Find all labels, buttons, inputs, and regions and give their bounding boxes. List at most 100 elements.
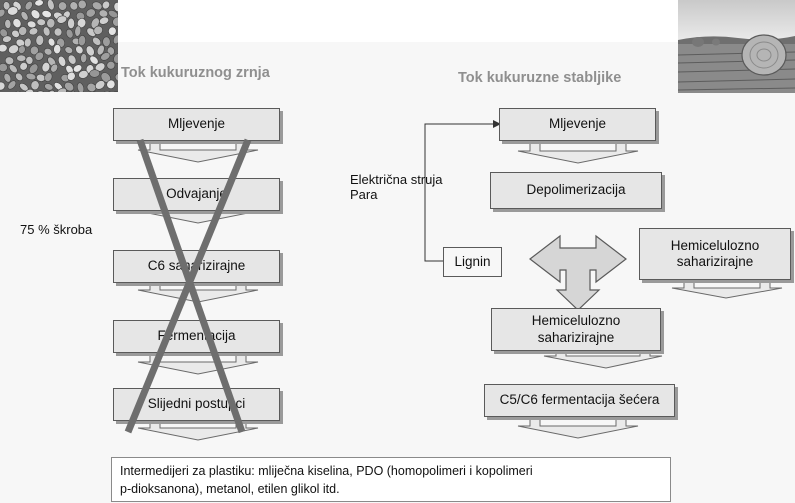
kernel: [2, 1, 11, 11]
kernel: [101, 0, 110, 10]
kernel: [67, 54, 77, 65]
kernel: [77, 35, 87, 47]
left-step-milling: Mljevenje: [113, 108, 280, 141]
hay-bale-photo: [678, 0, 795, 93]
kernel: [3, 73, 12, 83]
side-hemicellulose-box: Hemicelulozno saharizirajne: [639, 228, 791, 280]
kernel: [18, 26, 28, 36]
kernel: [58, 1, 68, 11]
kernel: [7, 6, 19, 16]
right-step-c5c6-fermentation: C5/C6 fermentacija šećera: [484, 384, 675, 417]
kernel: [41, 10, 52, 18]
kernel: [113, 53, 118, 64]
kernel: [24, 88, 34, 92]
kernel: [46, 18, 56, 29]
kernel: [8, 44, 19, 54]
down-arrow: [517, 142, 639, 164]
electricity-label: Električna struja: [350, 172, 443, 187]
kernel: [19, 62, 28, 71]
kernel: [69, 90, 77, 92]
down-arrow: [671, 279, 783, 299]
kernel: [66, 71, 76, 81]
kernel: [25, 56, 34, 65]
kernel: [106, 61, 116, 70]
kernel: [36, 18, 46, 26]
kernel: [16, 54, 27, 62]
down-arrow: [543, 347, 663, 369]
kernel: [53, 27, 63, 37]
kernel: [100, 52, 111, 61]
kernel: [113, 2, 118, 13]
kernel: [0, 44, 8, 53]
kernel: [7, 80, 17, 90]
kernel: [102, 36, 111, 47]
kernel: [56, 87, 67, 92]
top-band: [0, 0, 795, 42]
down-arrow: [137, 419, 259, 441]
kernel: [114, 72, 118, 82]
kernel: [89, 55, 99, 65]
kernel: [65, 28, 74, 39]
kernel: [47, 37, 56, 47]
corn-kernels-photo: [0, 0, 118, 92]
steam-label: Para: [350, 187, 378, 202]
kernel: [67, 17, 75, 29]
right-step-milling: Mljevenje: [499, 108, 656, 141]
kernel: [93, 25, 103, 35]
kernel: [86, 82, 97, 92]
right-step-depolymerization: Depolimerizacija: [490, 172, 662, 209]
kernel: [25, 72, 37, 81]
kernel: [0, 63, 8, 73]
kernel: [34, 51, 44, 61]
kernel: [78, 70, 89, 79]
kernel: [77, 0, 87, 10]
left-step-downstream: Slijedni postupci: [113, 388, 280, 421]
down-arrow: [137, 141, 259, 163]
kernel: [28, 27, 39, 36]
kernel: [47, 0, 55, 11]
down-arrow: [137, 353, 259, 375]
kernel: [18, 45, 26, 54]
down-arrow: [517, 417, 639, 439]
kernel: [30, 80, 40, 91]
kernel: [64, 46, 74, 54]
kernel: [8, 64, 18, 74]
note-line-2: p-dioksanona), metanol, etilen glikol it…: [120, 482, 340, 497]
kernel: [102, 90, 114, 92]
kernel: [23, 37, 32, 48]
kernel: [0, 8, 6, 18]
kernel: [99, 16, 109, 25]
kernel: [12, 18, 22, 28]
kernel: [85, 8, 96, 18]
kernel: [4, 19, 12, 29]
kernel: [108, 10, 118, 19]
kernel: [14, 90, 24, 92]
kernel: [44, 72, 53, 82]
lignin-box: Lignin: [443, 247, 502, 277]
distribution-arrow: [529, 234, 627, 311]
kernel: [76, 82, 85, 92]
kernel: [33, 90, 45, 92]
kernel: [89, 69, 101, 78]
kernel: [90, 17, 100, 29]
kernel: [42, 26, 51, 37]
kernel: [56, 15, 68, 24]
kernel: [11, 29, 20, 38]
kernel: [91, 1, 103, 11]
kernel: [34, 0, 44, 7]
left-step-separation: Odvajanje: [113, 178, 280, 211]
kernel: [69, 1, 79, 11]
kernel: [98, 9, 109, 18]
kernel: [24, 0, 33, 11]
kernel: [74, 25, 82, 37]
plastics-intermediates-note: Intermedijeri za plastiku: mliječna kise…: [111, 457, 671, 502]
starch-percent-label: 75 % škroba: [20, 222, 93, 237]
kernel: [15, 72, 24, 81]
kernel: [73, 64, 83, 73]
kernel: [0, 81, 6, 91]
kernel: [35, 34, 44, 46]
left-step-c6-saccharification: C6 saharizirajne: [113, 250, 280, 283]
kernel: [46, 90, 56, 92]
kernel: [92, 36, 102, 46]
lignin-feedback-line: [424, 120, 501, 262]
